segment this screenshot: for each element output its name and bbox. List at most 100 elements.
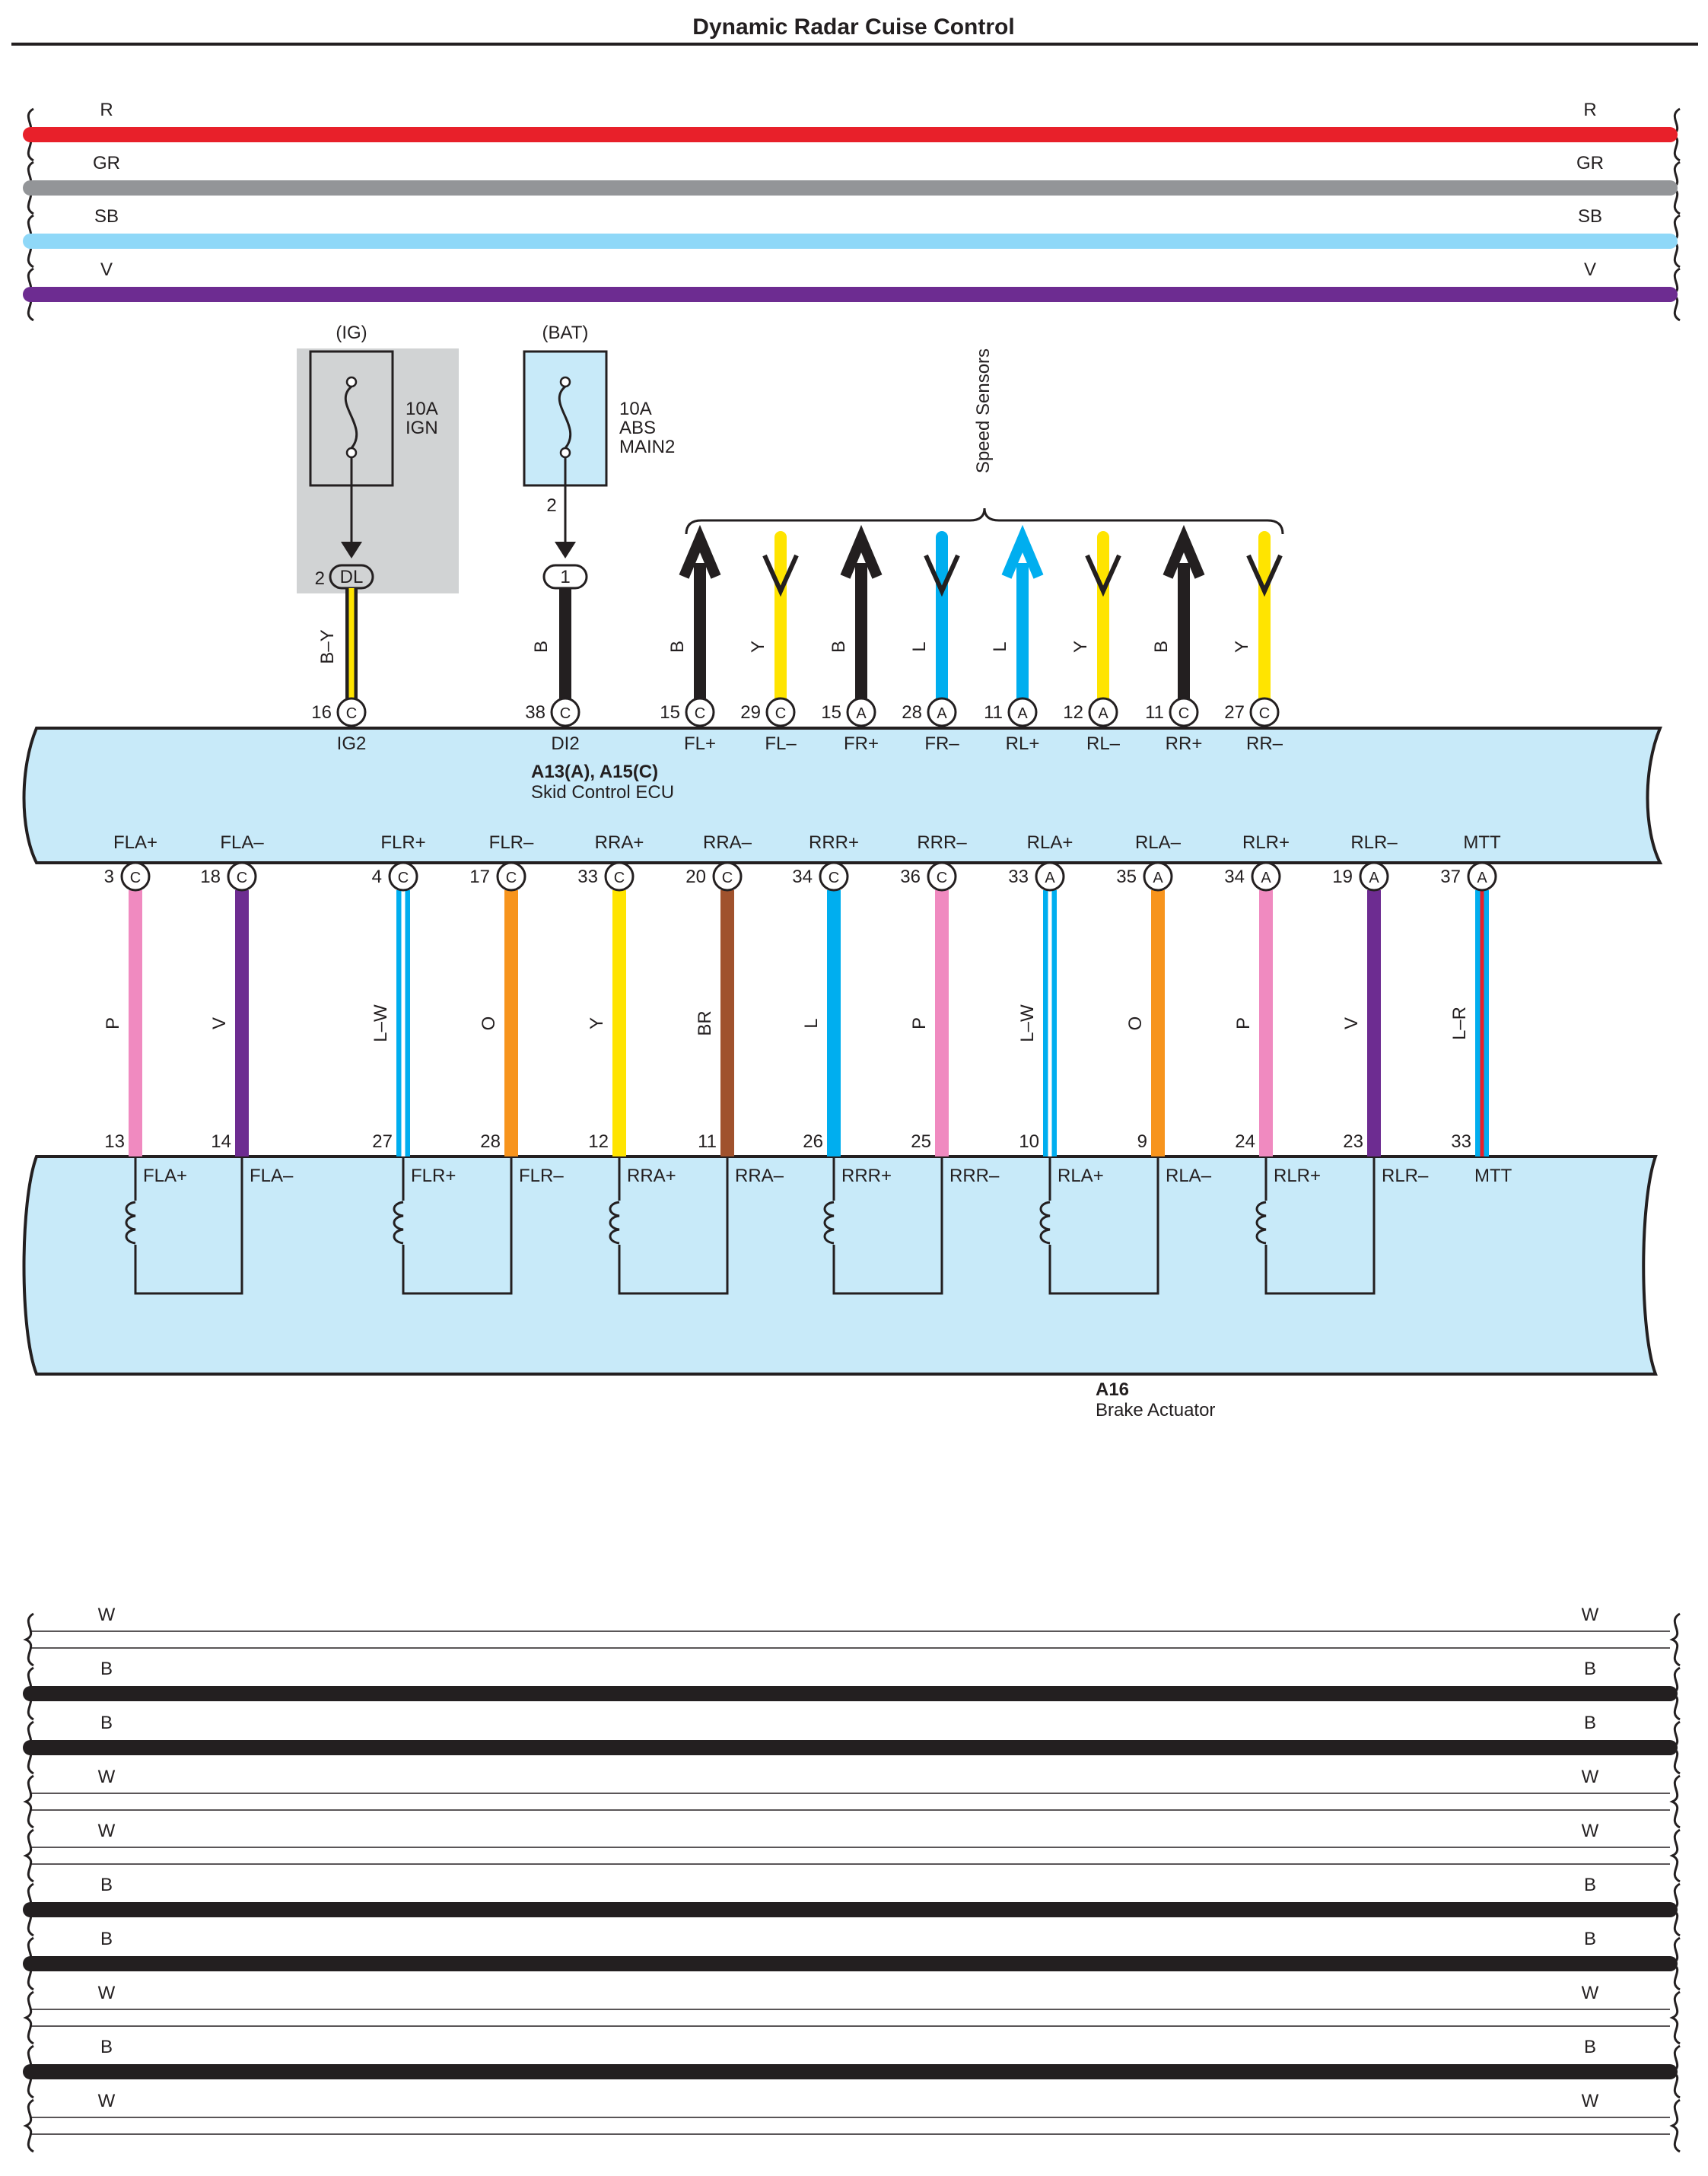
solenoid-0 [125, 1156, 243, 1295]
ecu-connector [712, 861, 743, 892]
wire-code: O [479, 1016, 499, 1031]
solenoid-5 [1255, 1156, 1376, 1295]
ecu-pin-number: 20 [685, 867, 706, 887]
bottom-bus-label-left: B [100, 1713, 113, 1733]
fuse-wire-code: B–Y [317, 629, 338, 663]
solenoid-2 [609, 1156, 729, 1295]
bottom-bus-label-left: W [98, 1767, 116, 1787]
ecu-terminal-label: RRA+ [595, 832, 644, 853]
actuator-box [22, 1155, 1658, 1376]
actuator-pin-number: 10 [1019, 1131, 1039, 1152]
sensor-wire-code: L [909, 641, 930, 651]
bottom-bus-right-brace [1669, 1828, 1681, 1883]
bottom-bus-label-right: B [1584, 1659, 1596, 1679]
bottom-bus-label-left: B [100, 1929, 113, 1949]
coil [125, 1201, 136, 1245]
fuse-pin: 2 [546, 495, 556, 516]
fuse-terminal-bottom [559, 447, 571, 459]
ecu-terminal-label: DI2 [551, 733, 579, 754]
bottom-bus-right-brace [1669, 2098, 1681, 2153]
ecu-connector-letter: A [1017, 705, 1028, 722]
ecu-connector-letter: A [1098, 705, 1108, 722]
ecu-connector-letter: C [775, 705, 786, 722]
ecu-connector [927, 861, 957, 892]
bottom-bus-right-brace [1669, 1774, 1681, 1829]
wire-code: L–W [1017, 1004, 1038, 1042]
sensor-arrow-up [1163, 524, 1205, 579]
fuse-section: (IG)10AIGNDL2B–YC16IG2(BAT)10AABSMAIN221… [297, 323, 675, 754]
ecu-terminal-label: FR+ [844, 733, 879, 754]
ecu-pin-number: 27 [1224, 702, 1245, 723]
bottom-bus-left-brace [23, 2098, 34, 2153]
ecu-connector-letter: A [1045, 870, 1055, 886]
ecu-connector [927, 697, 957, 727]
ecu-connector [1467, 861, 1497, 892]
coil-gap [617, 1201, 622, 1245]
ecu-pin-number: 28 [902, 702, 922, 723]
solenoid-4 [1039, 1156, 1159, 1295]
wire-code: Y [587, 1017, 607, 1029]
ecu-terminal-label: FLR+ [380, 832, 425, 853]
sensor-arrow-up [1001, 524, 1044, 579]
ecu-terminal-label: FR– [924, 733, 959, 754]
bottom-bus-label-left: W [98, 2091, 116, 2111]
ecu-pin-number: 29 [740, 702, 761, 723]
actuator-terminal-label: RLA+ [1058, 1166, 1104, 1186]
ecu-connector-letter: A [937, 705, 947, 722]
ecu-terminal-label: RR+ [1166, 733, 1203, 754]
sensor-wire-code: B [667, 641, 688, 653]
ecu-connector [1088, 697, 1118, 727]
ecu-terminal-label: FLA– [220, 832, 264, 853]
coil-gap [133, 1201, 138, 1245]
fuse-element [558, 385, 572, 449]
fuse-supply-label: (IG) [336, 323, 367, 343]
ecu-terminal-label: FL– [765, 733, 797, 754]
wire-code: P [103, 1017, 123, 1029]
diagram-title: Dynamic Radar Cuise Control [692, 14, 1014, 40]
fuse-name: ABS [619, 418, 656, 438]
ecu-terminal-label: RLA+ [1027, 832, 1073, 853]
bottom-bus-label-right: W [1582, 1605, 1599, 1625]
ecu-connector [120, 861, 151, 892]
top-bus-label-right: GR [1576, 153, 1604, 173]
actuator-terminal-label: RRR– [949, 1166, 1000, 1186]
solenoid-1 [393, 1156, 513, 1295]
wire-code: L–R [1449, 1007, 1470, 1040]
ecu-connector [1035, 861, 1065, 892]
sensor-wire-code: L [990, 641, 1010, 651]
fuse-terminal-top [345, 376, 358, 388]
ecu-terminal-label: FLR– [489, 832, 534, 853]
bottom-bus-label-left: W [98, 1821, 116, 1841]
coil [1039, 1201, 1051, 1245]
actuator-pin-number: 27 [372, 1131, 393, 1152]
ecu-pin-number: 37 [1440, 867, 1461, 887]
ecu-connector [1143, 861, 1173, 892]
sensor-arrow-down [762, 554, 799, 597]
fuse-rating: 10A [619, 399, 652, 419]
actuator-terminal-label: RLA– [1166, 1166, 1212, 1186]
actuator-pin-number: 23 [1343, 1131, 1363, 1152]
ecu-pin-number: 4 [372, 867, 382, 887]
junction-connector-label: DL [340, 567, 364, 587]
top-bus-label-left: SB [94, 206, 119, 227]
fuse-terminal-top [559, 376, 571, 388]
top-bus-label-right: SB [1578, 206, 1602, 227]
wire-code: L–W [371, 1004, 391, 1042]
